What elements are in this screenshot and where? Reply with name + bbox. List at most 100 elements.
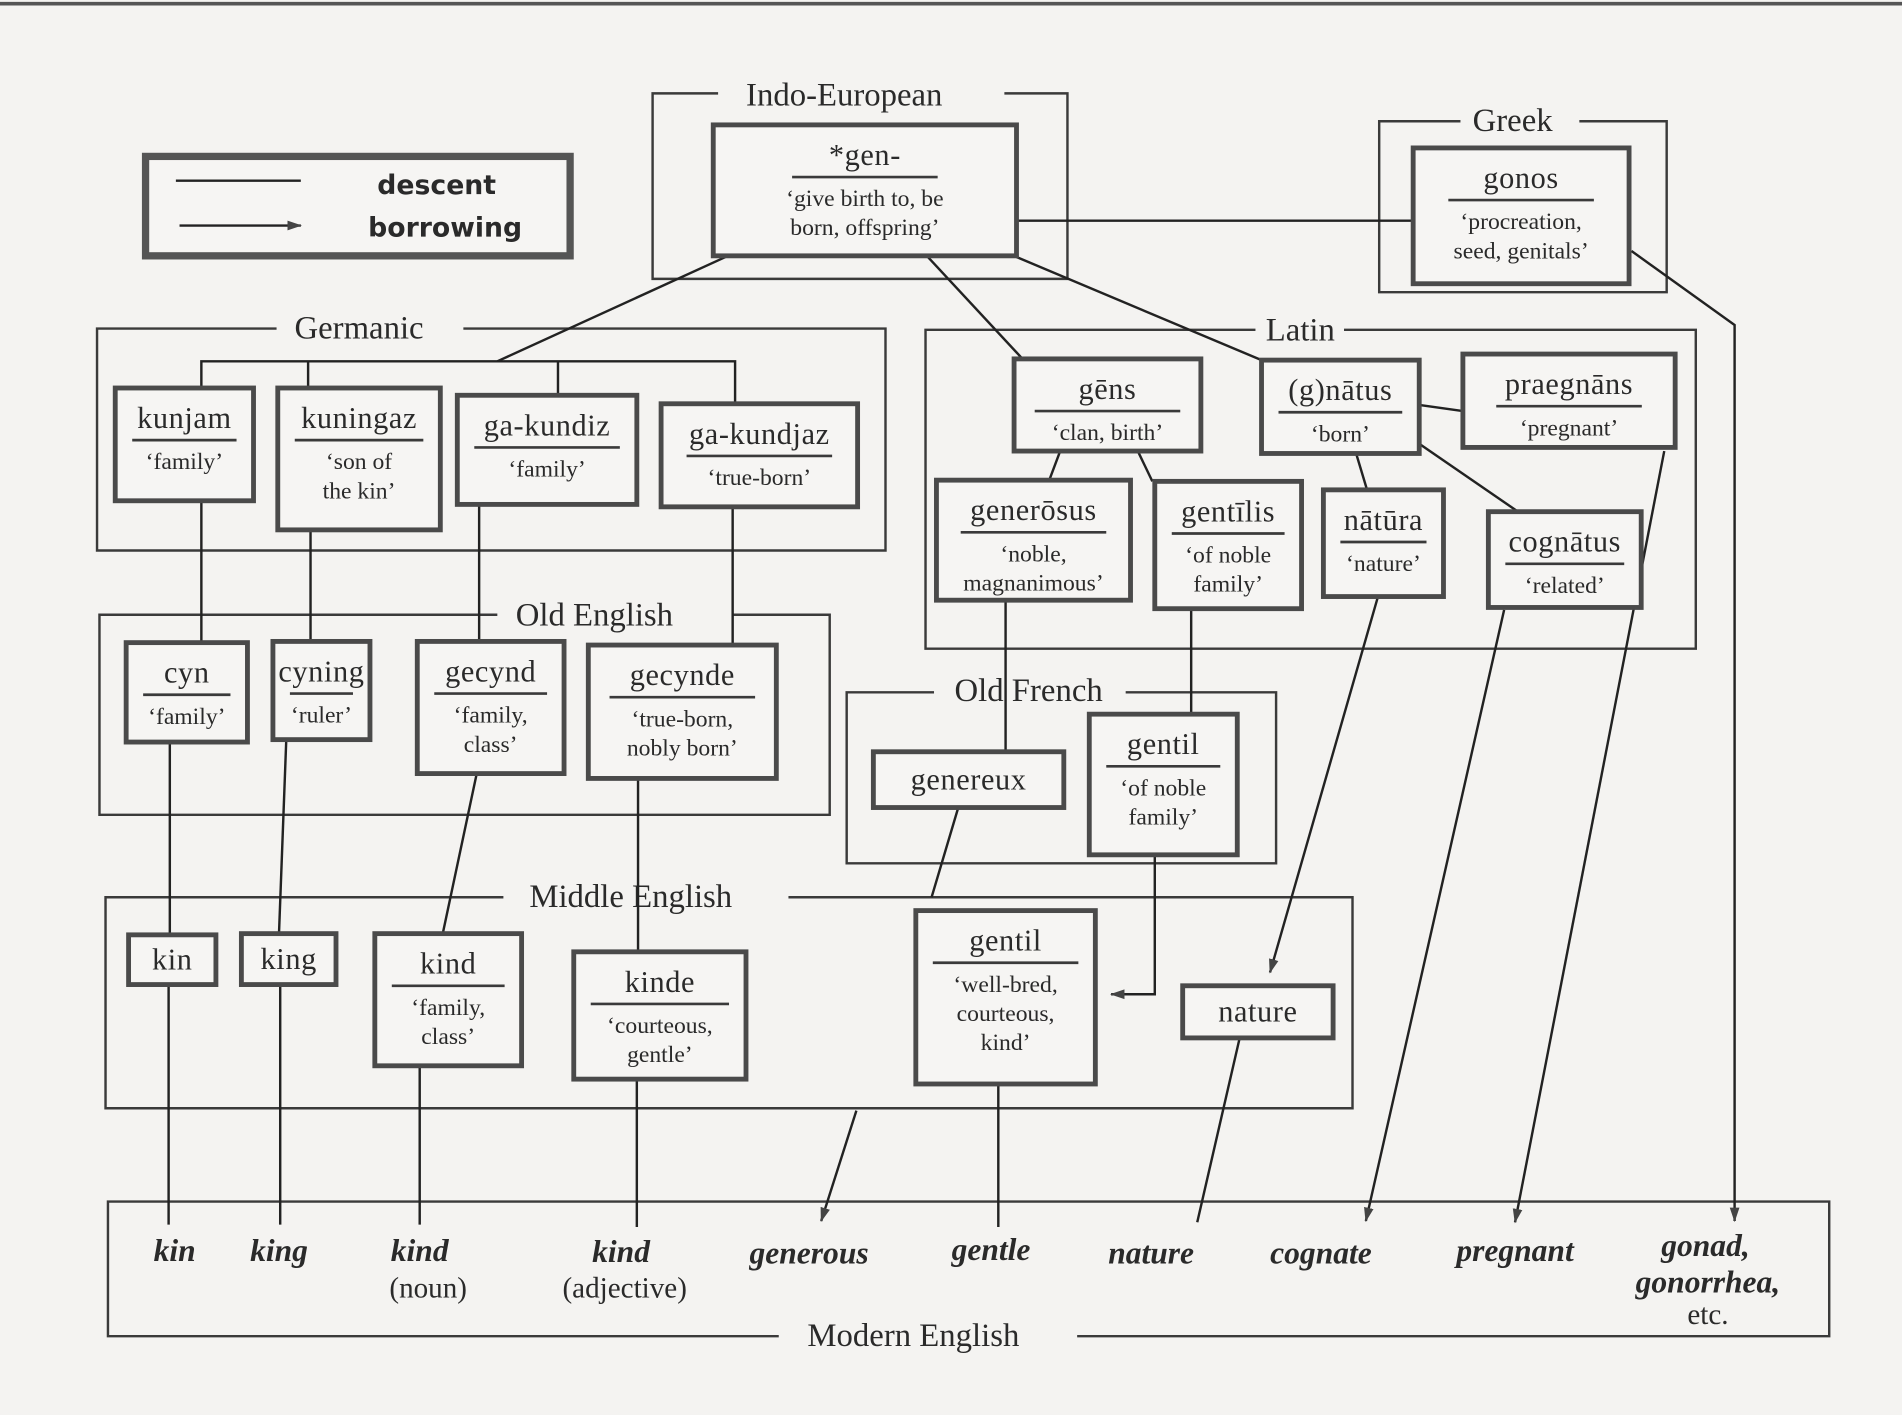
arrow-cognate (1364, 609, 1506, 1223)
word-box-frame (238, 931, 339, 987)
word-gloss: ‘procreation, (1460, 209, 1581, 235)
word-box-cognatus: cognātus ‘related’ (1485, 509, 1644, 610)
group-label-indo-european: Indo-European (746, 77, 942, 113)
group-label-modern-english: Modern English (807, 1318, 1019, 1354)
legend-box (141, 152, 574, 260)
word-box-frame (1410, 145, 1632, 287)
modern-note-adjective: (adjective) (563, 1272, 687, 1304)
word-gloss: ‘family, (454, 703, 528, 729)
word-box-frame (1180, 983, 1336, 1041)
word-gloss: ‘related’ (1525, 573, 1605, 599)
word-box-kind-me: kind‘family,class’ (372, 931, 525, 1069)
word-form: gecynd (445, 654, 536, 688)
word-box-gonos: gonos‘procreation,seed, genitals’ (1410, 145, 1632, 287)
word-gloss: nobly born’ (627, 735, 738, 761)
line-gens-gentilis (1136, 450, 1154, 482)
legend-borrowing-label: borrowing (368, 212, 522, 243)
word-box-frame (1460, 351, 1678, 450)
word-box-frame (1086, 711, 1240, 858)
modern-word-etc: etc. (1687, 1299, 1728, 1331)
word-box-generosus: generōsus‘noble,magnanimous’ (934, 477, 1133, 603)
indo-european-frame (651, 92, 1069, 281)
word-form: kuningaz (301, 401, 417, 435)
word-box-frame (585, 642, 779, 781)
word-gloss: ‘of noble (1185, 543, 1271, 569)
line-gen-gens (927, 256, 1024, 360)
word-boxes: *gen- ‘give birth to, be born, offspring’ g… (112, 122, 1678, 1087)
descent-lines (167, 219, 1517, 1228)
group-label-old-english: Old English (516, 598, 673, 634)
greek-frame (1377, 120, 1668, 294)
line-nature-modern (1196, 1037, 1241, 1223)
line-cyning-king (277, 739, 288, 934)
word-box-gentil-me: gentil‘well-bred,courteous,kind’ (913, 908, 1098, 1087)
word-box-kin: kin (126, 932, 219, 987)
middle-english-frame (104, 896, 1354, 1110)
word-gloss: class’ (464, 732, 518, 758)
word-form: nature (1218, 995, 1297, 1029)
modern-english-frame (106, 1200, 1831, 1338)
line-gnatus-praegnans (1419, 403, 1464, 413)
word-gloss: ‘clan, birth’ (1052, 420, 1164, 446)
word-box-frame (710, 122, 1019, 259)
word-gloss: gentle’ (627, 1042, 693, 1068)
modern-word-gonad: gonad, (1660, 1228, 1749, 1263)
word-form: gentil (969, 924, 1042, 958)
group-label-germanic: Germanic (295, 310, 424, 346)
word-box-gecynde: gecynde‘true-born,nobly born’ (585, 642, 779, 781)
word-form: cyn (164, 656, 210, 690)
word-box-genereux: genereux (870, 749, 1067, 810)
word-gloss: ‘of noble (1120, 775, 1206, 801)
word-box-frame (1259, 357, 1422, 456)
word-form: ga-kundiz (484, 408, 611, 442)
word-box-king: king (238, 931, 339, 987)
word-gloss: ‘born’ (1311, 421, 1370, 447)
arrow-natura-nature (1268, 596, 1380, 974)
word-gloss: ‘courteous, (607, 1013, 713, 1039)
word-box-gens: gēns‘clan, birth’ (1011, 356, 1204, 454)
word-box-frame (870, 749, 1067, 810)
word-gloss: ‘give birth to, be (786, 186, 944, 212)
word-gloss: born, offspring’ (790, 215, 939, 241)
arrow-generous (820, 1110, 858, 1223)
word-form: cognātus (1508, 525, 1621, 559)
old-english-frame (98, 613, 831, 817)
word-gloss: class’ (421, 1024, 475, 1050)
word-box-frame (913, 908, 1098, 1087)
group-label-greek: Greek (1473, 103, 1554, 139)
legend: descent borrowing (141, 152, 574, 260)
word-box-cyn: cyn‘family’ (123, 640, 250, 745)
word-gloss: ‘nature’ (1346, 551, 1421, 577)
word-gloss: ‘family, (411, 995, 485, 1021)
word-gloss: magnanimous’ (963, 570, 1103, 596)
arrow-gentil-gentil (1109, 854, 1156, 1000)
word-box-kinde: kinde‘courteous,gentle’ (571, 949, 749, 1082)
old-french-frame (845, 691, 1278, 865)
modern-word-gonorrhea: gonorrhea, (1635, 1265, 1781, 1300)
modern-word-gentle: gentle (951, 1232, 1031, 1267)
word-form: cyning (278, 654, 364, 688)
word-box-frame (1152, 478, 1304, 612)
word-box-frame (934, 477, 1133, 603)
word-box-frame (123, 640, 250, 745)
word-box-frame (270, 638, 373, 743)
group-frames: Indo-European Greek Germanic Latin Old E… (95, 77, 1831, 1354)
word-box-natura: nātūra‘nature’ (1320, 487, 1446, 599)
modern-word-cognate: cognate (1270, 1235, 1372, 1270)
word-form: gentīlis (1181, 494, 1275, 528)
word-box-cyning: cyning‘ruler’ (270, 638, 373, 743)
word-box-frame (126, 932, 219, 987)
word-gloss: ‘true-born’ (708, 465, 812, 491)
word-box-frame (372, 931, 525, 1069)
word-box-gen: *gen- ‘give birth to, be born, offspring’ (710, 122, 1019, 259)
word-box-frame (1011, 356, 1204, 454)
word-form: ga-kundjaz (689, 417, 830, 451)
line-gens-generosus (1048, 450, 1062, 481)
group-label-middle-english: Middle English (529, 879, 732, 915)
word-gloss: courteous, (957, 1001, 1055, 1027)
modern-word-generous: generous (749, 1235, 869, 1270)
group-label-latin: Latin (1266, 313, 1335, 349)
word-form: *gen- (829, 138, 901, 172)
